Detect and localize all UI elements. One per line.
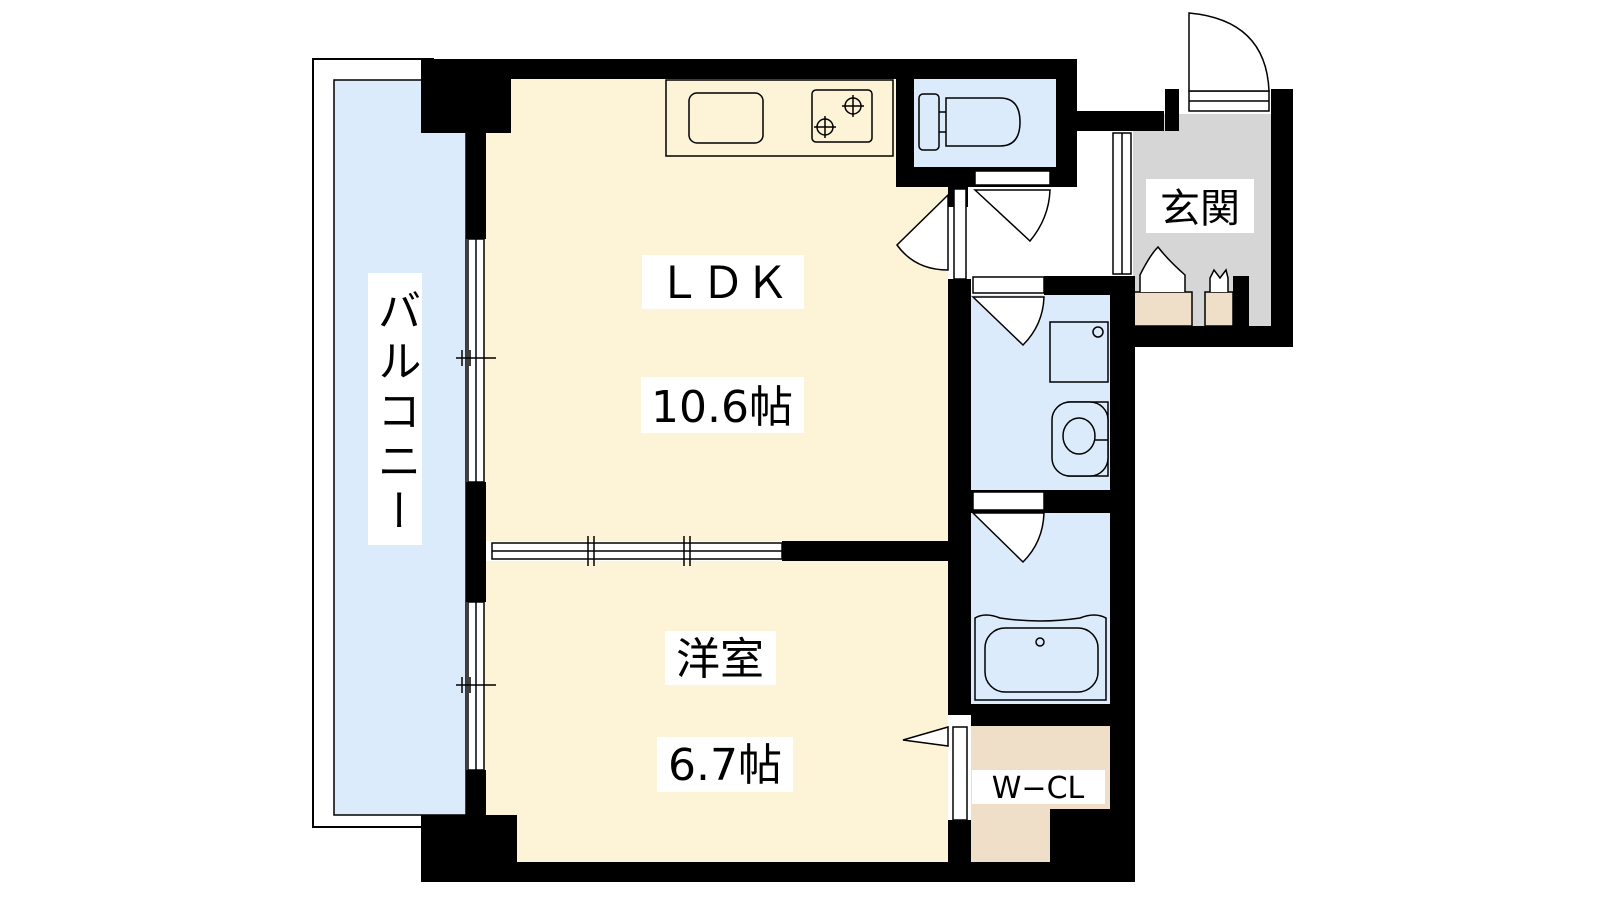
ldk-size: 10.6帖: [651, 382, 793, 433]
wcl-label: W−CL: [992, 771, 1085, 806]
door-ldk: [896, 188, 967, 280]
shoe-storage-left: [1132, 291, 1193, 327]
wcl-label-bg: [972, 770, 1105, 804]
western-size: 6.7帖: [668, 740, 782, 791]
ldk-label-bg: [642, 255, 804, 309]
entrance-label-bg: [1146, 179, 1254, 233]
western-label: 洋室: [676, 634, 764, 685]
door-entrance: [1188, 12, 1270, 112]
kitchen-counter: [665, 79, 894, 157]
door-bathroom: [971, 491, 1045, 564]
sink-icon: [1051, 401, 1109, 477]
western-floor: [484, 561, 948, 870]
door-wcl: [902, 726, 968, 821]
washing-machine-icon: [1049, 321, 1109, 383]
door-washroom: [971, 276, 1045, 347]
western-label-bg: [665, 631, 776, 685]
door-toilet: [973, 170, 1051, 243]
ldk-size-bg: [641, 377, 804, 433]
shoe-storage-right: [1204, 291, 1234, 327]
western-size-bg: [657, 737, 793, 792]
entrance-label: 玄関: [1160, 186, 1240, 232]
hall-opening: [1112, 132, 1132, 275]
ldk-label: ＬＤＫ: [657, 258, 789, 309]
sliding-door: [491, 536, 783, 566]
shoe-cabinet-door: [1139, 245, 1229, 292]
balcony-label: バルコニー: [370, 288, 421, 538]
walls: [421, 59, 1293, 882]
toilet-icon: [918, 93, 1021, 151]
western-window: [456, 601, 496, 771]
balcony-label-bg: [368, 273, 422, 545]
bathtub-icon: [974, 614, 1107, 701]
ldk-window: [456, 238, 496, 483]
stove-icon: [814, 95, 864, 138]
